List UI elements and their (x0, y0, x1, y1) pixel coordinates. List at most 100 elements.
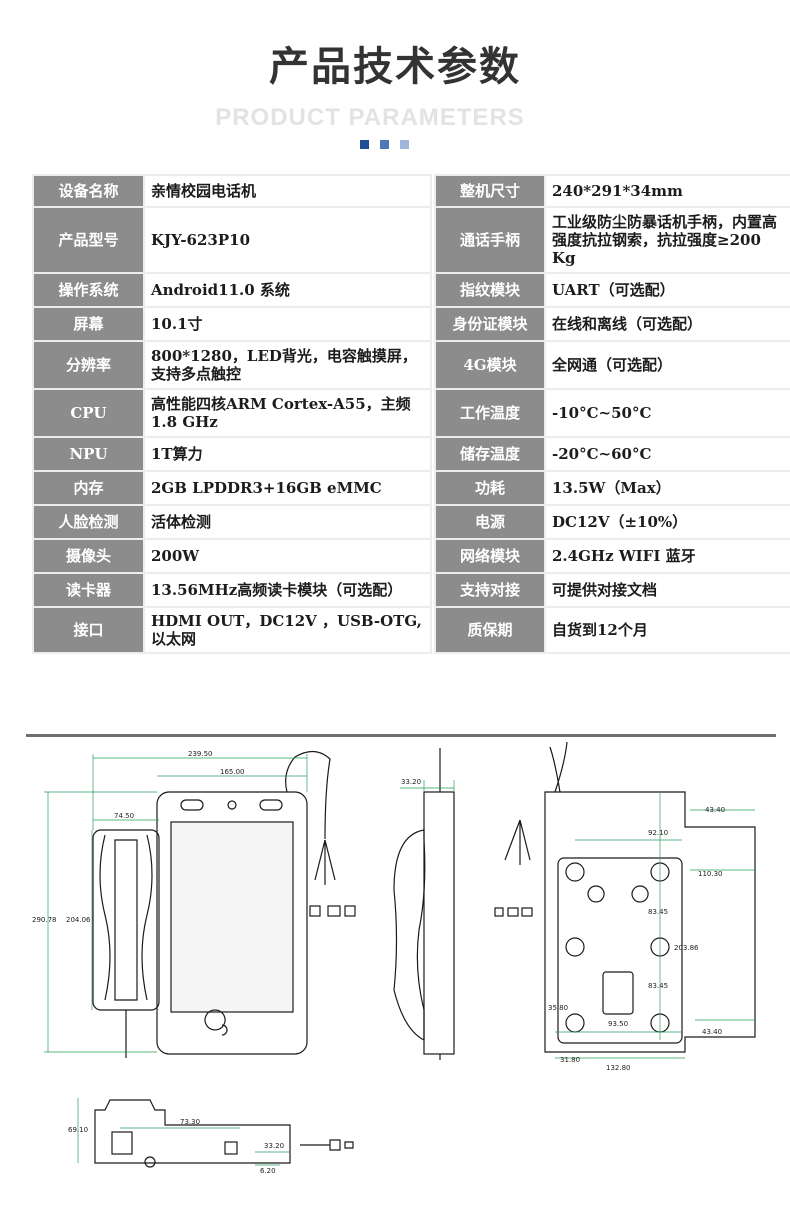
spec-value: UART（可选配） (544, 272, 790, 308)
dim-bottom-depth-2: 6.20 (260, 1167, 276, 1175)
spec-gap (430, 341, 436, 389)
spec-label: 接口 (32, 606, 145, 654)
dim-front-screen-width: 165.00 (220, 768, 245, 776)
page-title: 产品技术参数 (269, 44, 521, 90)
spec-value: 自货到12个月 (544, 606, 790, 654)
spec-value: 高性能四核ARM Cortex-A55，主频1.8 GHz (143, 388, 432, 438)
spec-label: 设备名称 (32, 174, 145, 208)
dim-back-8: 93.50 (608, 1020, 628, 1028)
spec-value: DC12V（±10%） (544, 504, 790, 540)
spec-label: 工作温度 (434, 388, 546, 438)
dim-bottom-width: 73.30 (180, 1118, 200, 1126)
spec-gap (430, 471, 436, 505)
spec-value: 13.5W（Max） (544, 470, 790, 506)
spec-label: 通话手柄 (434, 206, 546, 274)
dim-back-4: 83.45 (648, 908, 668, 916)
spec-gap (430, 607, 436, 653)
dot-3 (400, 140, 409, 149)
dim-back-9: 43.40 (702, 1028, 722, 1036)
dot-2 (380, 140, 389, 149)
spec-value: 200W (143, 538, 432, 574)
bottom-view (94, 1099, 354, 1168)
dim-bottom-depth: 33.20 (264, 1142, 284, 1150)
spec-gap (430, 573, 436, 607)
dimension-drawing: 239.50 165.00 74.50 290.78 204.06 33.20 … (32, 741, 756, 1175)
back-view (494, 741, 756, 1053)
spec-gap (430, 437, 436, 471)
dim-back-3: 110.30 (698, 870, 723, 878)
spec-label: 4G模块 (434, 340, 546, 390)
dim-front-total-height: 290.78 (32, 916, 57, 924)
dot-1 (360, 140, 369, 149)
spec-label: 分辨率 (32, 340, 145, 390)
spec-label: 读卡器 (32, 572, 145, 608)
spec-label: 内存 (32, 470, 145, 506)
spec-label: 指纹模块 (434, 272, 546, 308)
side-view (393, 748, 455, 1060)
spec-value: 1T算力 (143, 436, 432, 472)
front-view (92, 750, 356, 1058)
spec-gap (430, 273, 436, 307)
dim-back-7: 35.80 (548, 1004, 568, 1012)
spec-value: 可提供对接文档 (544, 572, 790, 608)
spec-value: 亲情校园电话机 (143, 174, 432, 208)
spec-value: 2.4GHz WIFI 蓝牙 (544, 538, 790, 574)
spec-label: 人脸检测 (32, 504, 145, 540)
spec-value: -10°C~50°C (544, 388, 790, 438)
spec-value: 在线和离线（可选配） (544, 306, 790, 342)
spec-gap (430, 539, 436, 573)
spec-gap (430, 505, 436, 539)
spec-label: 质保期 (434, 606, 546, 654)
spec-value: HDMI OUT，DC12V ，USB-OTG,以太网 (143, 606, 432, 654)
dim-front-total-width: 239.50 (188, 750, 213, 758)
dim-back-1: 43.40 (705, 806, 725, 814)
spec-value: 全网通（可选配） (544, 340, 790, 390)
dim-bottom-height: 69.10 (68, 1126, 88, 1134)
dim-back-10: 31.80 (560, 1056, 580, 1064)
spec-label: 网络模块 (434, 538, 546, 574)
spec-label: 支持对接 (434, 572, 546, 608)
spec-gap (430, 307, 436, 341)
spec-gap (430, 207, 436, 273)
spec-label: CPU (32, 388, 145, 438)
dim-back-6: 83.45 (648, 982, 668, 990)
spec-value: 800*1280，LED背光，电容触摸屏，支持多点触控 (143, 340, 432, 390)
spec-value: KJY-623P10 (143, 206, 432, 274)
spec-value: 活体检测 (143, 504, 432, 540)
spec-value: Android11.0 系统 (143, 272, 432, 308)
spec-label: 电源 (434, 504, 546, 540)
dim-back-11: 132.80 (606, 1064, 631, 1072)
spec-value: 10.1寸 (143, 306, 432, 342)
spec-label: 储存温度 (434, 436, 546, 472)
dim-back-2: 92.10 (648, 829, 668, 837)
spec-label: 摄像头 (32, 538, 145, 574)
dim-side-depth: 33.20 (401, 778, 421, 786)
spec-value: 工业级防尘防暴话机手柄，内置高强度抗拉钢索，抗拉强度≥200 Kg (544, 206, 790, 274)
dim-front-body-height: 204.06 (66, 916, 91, 924)
spec-label: 功耗 (434, 470, 546, 506)
spec-label: 身份证模块 (434, 306, 546, 342)
spec-label: 整机尺寸 (434, 174, 546, 208)
spec-label: 产品型号 (32, 206, 145, 274)
spec-gap (430, 175, 436, 207)
dim-back-5: 203.86 (674, 944, 699, 952)
spec-value: 240*291*34mm (544, 174, 790, 208)
dim-front-handset-width: 74.50 (114, 812, 134, 820)
section-divider (26, 734, 776, 737)
spec-value: 2GB LPDDR3+16GB eMMC (143, 470, 432, 506)
spec-label: 操作系统 (32, 272, 145, 308)
spec-label: 屏幕 (32, 306, 145, 342)
spec-label: NPU (32, 436, 145, 472)
spec-gap (430, 389, 436, 437)
